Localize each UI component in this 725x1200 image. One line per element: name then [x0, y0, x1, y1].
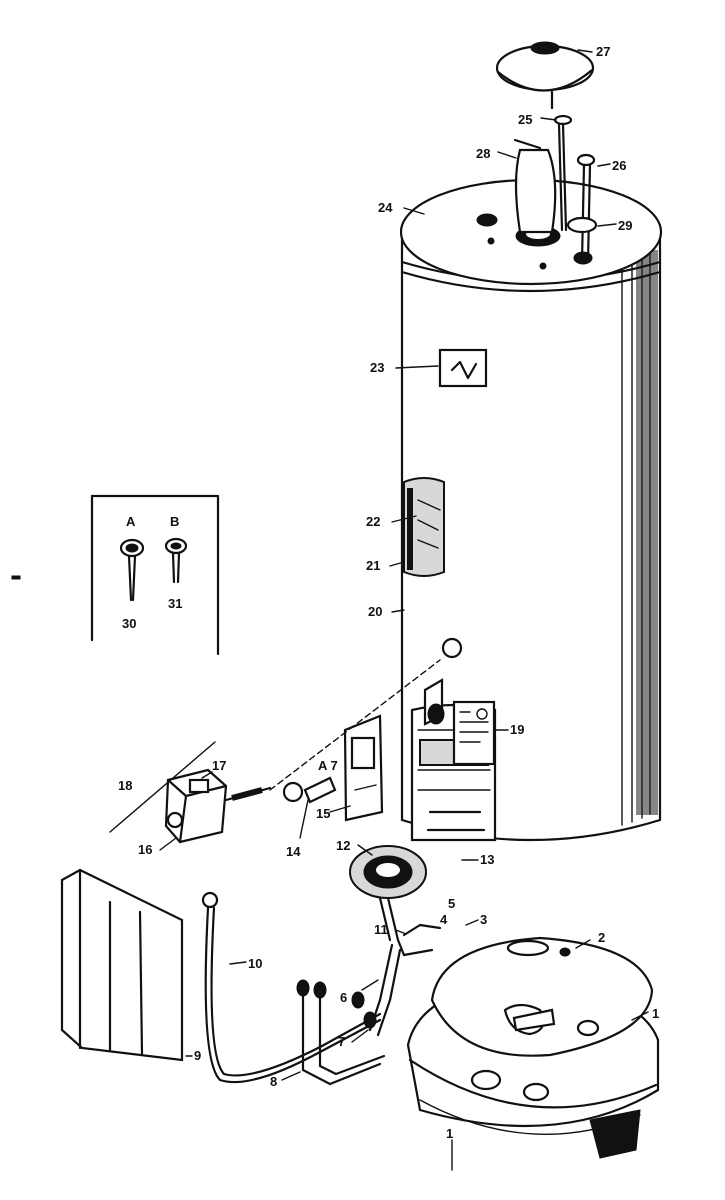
callout-1: 1: [652, 1006, 659, 1021]
leader-lines: [159, 49, 649, 1171]
callout-18: 18: [118, 778, 132, 793]
callout-25: 25: [518, 112, 532, 127]
main-burner: [349, 845, 427, 957]
manifold-tube: [296, 979, 386, 1086]
callout-12: 12: [336, 838, 350, 853]
burner-shield: [60, 868, 184, 1062]
callout-11: 11: [374, 922, 388, 937]
callout-16: 16: [138, 842, 152, 857]
dip-tube: [566, 153, 598, 264]
callout-15: 15: [316, 806, 330, 821]
screw-a: [119, 538, 145, 602]
callout-26: 26: [612, 158, 626, 173]
pilot-tube: [201, 891, 382, 1084]
valve-dash-line: [109, 741, 216, 833]
callout-19: 19: [510, 722, 524, 737]
callout-a7: A 7: [318, 758, 338, 773]
radiation-shield: [430, 936, 654, 1102]
callout-4: 4: [440, 912, 448, 927]
callout-27: 27: [596, 44, 610, 59]
callout-23: 23: [370, 360, 384, 375]
callout-28: 28: [476, 146, 490, 161]
stray-mark: [11, 575, 21, 580]
callout-a: A: [126, 514, 136, 529]
callout-29: 29: [618, 218, 632, 233]
gas-cock: [282, 776, 337, 804]
callout-30: 30: [122, 616, 136, 631]
thermocouple: [351, 979, 379, 1029]
callout-2: 2: [598, 930, 605, 945]
callout-3: 3: [480, 912, 487, 927]
screw-b: [164, 537, 188, 584]
callout-13: 13: [480, 852, 494, 867]
callout-17: 17: [212, 758, 226, 773]
flue-baffle: [513, 138, 557, 234]
callout-14: 14: [286, 844, 301, 859]
callout-1-bottom: 1: [446, 1126, 453, 1141]
callout-b: B: [170, 514, 179, 529]
callout-21: 21: [366, 558, 380, 573]
callout-22: 22: [366, 514, 380, 529]
door-bracket: [343, 714, 384, 822]
hardware-inset-box: [90, 494, 220, 656]
leader-dash-line: [269, 659, 441, 791]
callout-6: 6: [340, 990, 347, 1005]
tank-label-plate: [438, 348, 488, 388]
callout-20: 20: [368, 604, 382, 619]
inner-door-assembly: [423, 678, 445, 726]
access-opening: [403, 477, 445, 577]
data-plate: [452, 700, 496, 766]
plug-fitting: [441, 637, 463, 659]
callout-5: 5: [448, 896, 455, 911]
callout-24: 24: [378, 200, 393, 215]
callout-8: 8: [270, 1074, 277, 1089]
draft-hood: [495, 41, 595, 110]
callout-9: 9: [194, 1048, 201, 1063]
callout-31: 31: [168, 596, 182, 611]
callout-7: 7: [338, 1034, 345, 1049]
gas-control-valve: [164, 768, 272, 844]
callout-10: 10: [248, 956, 262, 971]
